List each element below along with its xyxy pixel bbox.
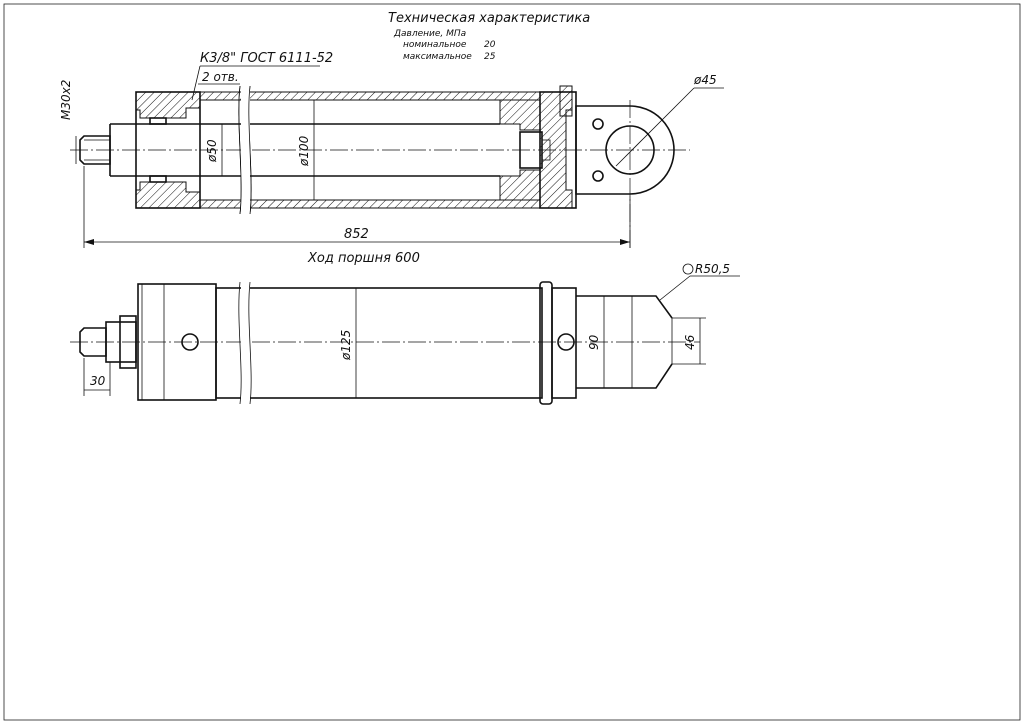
rod-diameter-label: ø50 bbox=[205, 139, 219, 163]
max-value: 25 bbox=[484, 52, 496, 62]
rod-thread-label: М30х2 bbox=[59, 80, 73, 120]
top-section-view: К3/8" ГОСТ 6111-52 2 отв. М30х2 ø50 ø100… bbox=[59, 51, 724, 266]
eye-radius-leader bbox=[659, 275, 691, 301]
seal-upper bbox=[149, 117, 167, 125]
pressure-label: Давление, МПа bbox=[393, 29, 466, 39]
nominal-label: номинальное bbox=[403, 40, 467, 50]
seal-lower bbox=[149, 175, 167, 183]
side-port-left bbox=[181, 333, 199, 351]
eye-radius-symbol bbox=[682, 263, 694, 275]
side-port-right bbox=[557, 333, 575, 351]
sheet-frame bbox=[3, 3, 1021, 721]
eye-radius-label: R50,5 bbox=[695, 262, 730, 276]
piston-rod bbox=[110, 123, 500, 177]
fork-gap-label: 46 bbox=[683, 334, 697, 350]
lug-pin-upper bbox=[592, 118, 604, 130]
side-end-block bbox=[551, 287, 577, 399]
eye-diameter-leader bbox=[615, 87, 695, 167]
side-break-1 bbox=[238, 281, 242, 405]
tube-wall-upper bbox=[199, 91, 541, 101]
gland-lower bbox=[135, 181, 201, 209]
lug-pin-lower bbox=[592, 170, 604, 182]
port-thread-label: К3/8" ГОСТ 6111-52 bbox=[200, 51, 333, 66]
bore-diameter-label: ø100 bbox=[297, 135, 311, 167]
port-leader bbox=[191, 65, 201, 101]
rod-end-length-label: 30 bbox=[90, 374, 106, 388]
eye-lug bbox=[575, 105, 675, 195]
tech-spec-title: Техническая характеристика bbox=[388, 11, 590, 26]
piston-lower bbox=[499, 169, 541, 201]
stroke-label: Ход поршня 600 bbox=[307, 251, 420, 266]
side-break-2 bbox=[248, 281, 252, 405]
tube-diameter-label: ø125 bbox=[339, 330, 353, 361]
total-length-label: 852 bbox=[344, 227, 369, 242]
holes-note: 2 отв. bbox=[202, 70, 239, 84]
nominal-value: 20 bbox=[484, 40, 496, 50]
gland-upper bbox=[135, 91, 201, 119]
eye-diameter-label: ø45 bbox=[693, 73, 717, 87]
max-label: максимальное bbox=[403, 52, 472, 62]
piston-upper bbox=[499, 99, 541, 131]
side-view: ø125 90 46 R50,5 30 bbox=[70, 262, 740, 406]
fork-width-label: 90 bbox=[587, 334, 601, 350]
side-tube bbox=[215, 287, 543, 399]
port-fitting bbox=[559, 85, 573, 117]
gland-body bbox=[135, 91, 201, 209]
tech-spec-block: Техническая характеристика Давление, МПа… bbox=[388, 11, 590, 62]
